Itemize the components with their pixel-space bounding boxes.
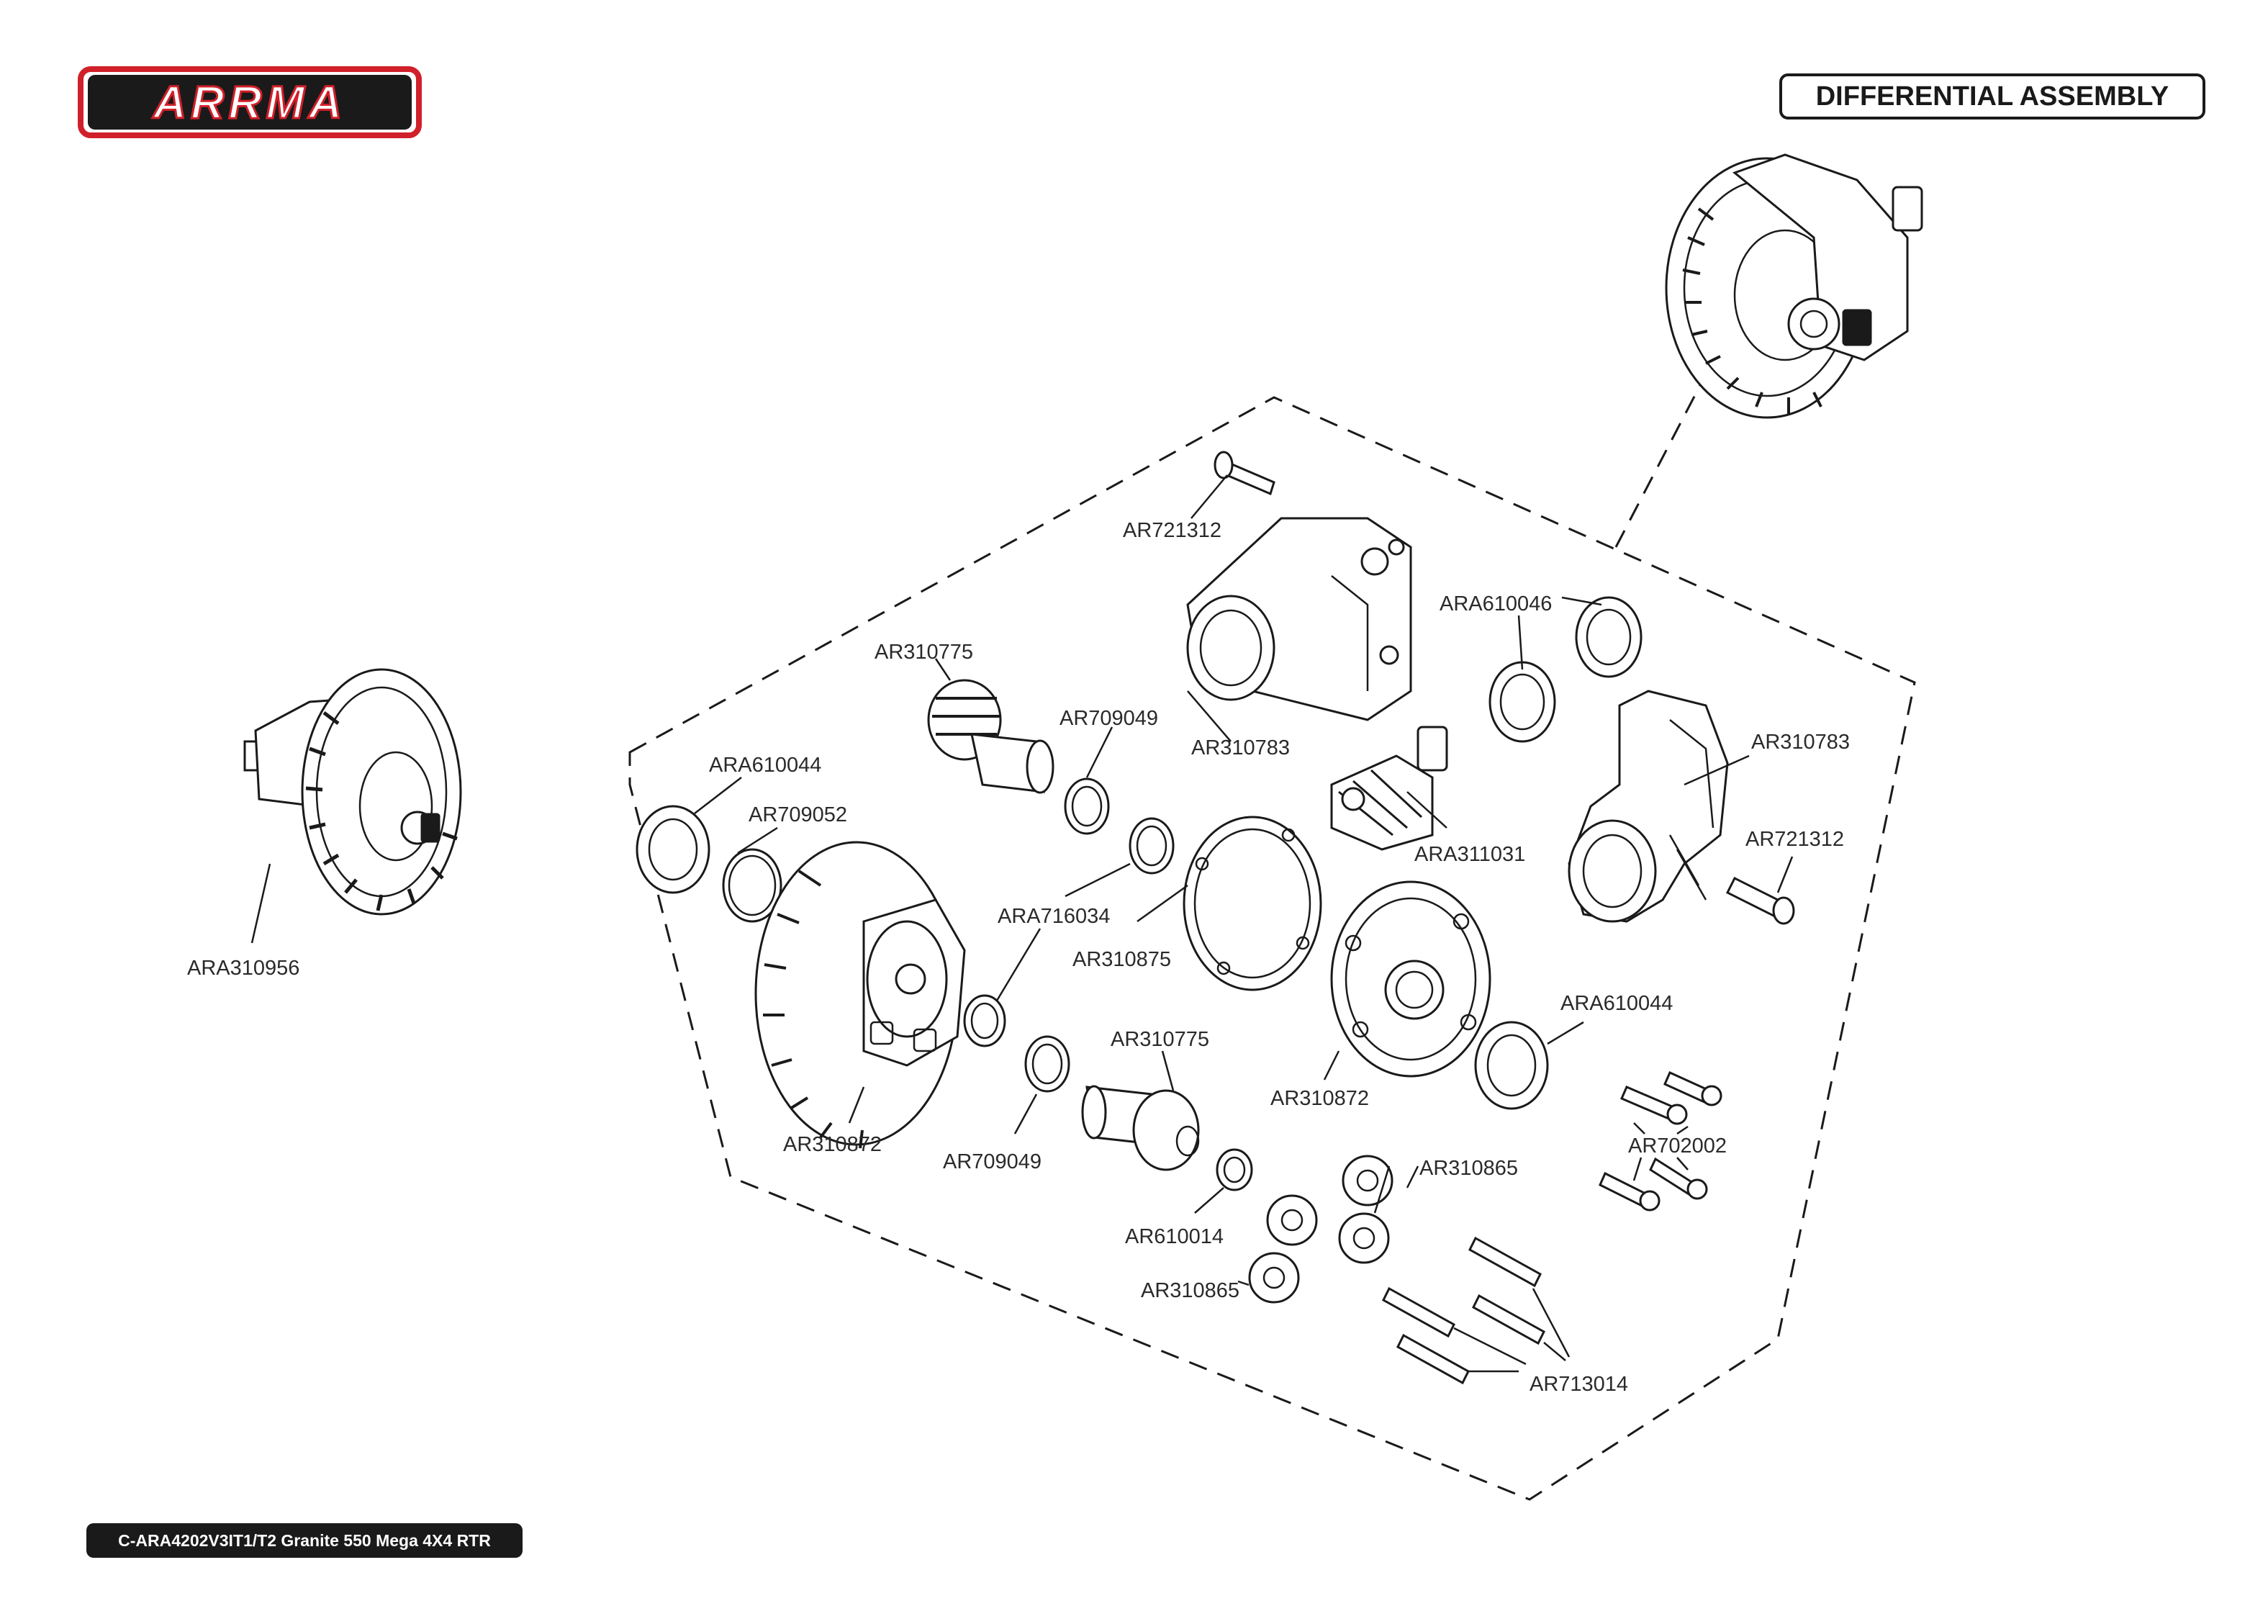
label-ar610014: AR610014 xyxy=(1125,1225,1224,1248)
label-ara610046: ARA610046 xyxy=(1440,592,1552,615)
part-ar709052-drawing xyxy=(722,848,782,923)
part-ar310783-right-drawing xyxy=(1568,690,1729,923)
label-ara610044-right: ARA610044 xyxy=(1560,992,1673,1015)
part-ar709049-top-drawing xyxy=(1064,777,1110,835)
part-ar310783-upper-drawing xyxy=(1186,517,1412,721)
label-ar310872-left: AR310872 xyxy=(783,1133,882,1156)
leader-lines xyxy=(250,474,1794,1373)
page-title: DIFFERENTIAL ASSEMBLY xyxy=(1779,73,2205,119)
label-ar721312-right: AR721312 xyxy=(1745,828,1844,851)
part-ara310956-drawing xyxy=(243,668,462,916)
part-labels: AR721312 ARA610046 AR310783 AR310775 AR7… xyxy=(187,519,1850,1396)
part-ara610044-right-drawing xyxy=(1474,1021,1549,1110)
label-ar310865-lower: AR310865 xyxy=(1141,1279,1239,1302)
label-ara311031: ARA311031 xyxy=(1414,843,1525,866)
part-ar713014-drawing xyxy=(1382,1236,1545,1385)
assembled-diff-top xyxy=(1665,153,1923,419)
label-ar310775-top: AR310775 xyxy=(875,641,973,664)
label-ar310875: AR310875 xyxy=(1072,948,1171,971)
part-ar709049-bottom-drawing xyxy=(1024,1035,1070,1093)
part-ara610046-drawing xyxy=(1488,596,1643,743)
label-ar310775-bottom: AR310775 xyxy=(1111,1028,1209,1051)
label-ar709052: AR709052 xyxy=(749,803,847,826)
arrma-logo: ARRMA xyxy=(78,66,422,138)
label-ar310865-upper: AR310865 xyxy=(1419,1157,1518,1180)
part-ar310865-drawing xyxy=(1248,1155,1393,1304)
label-ara610044-left: ARA610044 xyxy=(709,754,821,777)
label-ar709049-top: AR709049 xyxy=(1060,707,1158,730)
part-ar310775-bottom-drawing xyxy=(1081,1085,1200,1171)
label-ar310783-upper: AR310783 xyxy=(1191,736,1290,759)
part-ar610014-drawing xyxy=(1216,1148,1253,1191)
part-ar310875-drawing xyxy=(1183,816,1322,991)
model-footer: C-ARA4202V3IT1/T2 Granite 550 Mega 4X4 R… xyxy=(86,1523,523,1558)
label-ar713014: AR713014 xyxy=(1530,1373,1628,1396)
part-ar310775-top-drawing xyxy=(927,679,1054,794)
part-ar310872-right-drawing xyxy=(1330,880,1491,1078)
label-ara716034: ARA716034 xyxy=(998,905,1110,928)
part-ar702002-drawing xyxy=(1599,1071,1722,1212)
label-ar721312-top: AR721312 xyxy=(1123,519,1221,542)
part-ara311031-drawing xyxy=(1330,726,1448,851)
label-ar310872-right: AR310872 xyxy=(1270,1087,1369,1110)
svg-text:ARRMA: ARRMA xyxy=(152,76,346,128)
label-ara310956: ARA310956 xyxy=(187,957,299,980)
label-ar310783-right: AR310783 xyxy=(1751,731,1850,754)
part-ar310872-left-drawing xyxy=(754,841,966,1149)
part-ar721312-right-drawing xyxy=(1725,876,1795,925)
part-ara610044-left-drawing xyxy=(636,805,710,894)
label-ar702002: AR702002 xyxy=(1628,1134,1727,1158)
part-ara716034-drawing xyxy=(963,817,1175,1047)
label-ar709049-bottom: AR709049 xyxy=(943,1150,1042,1173)
part-ar721312-top-drawing xyxy=(1214,451,1275,496)
